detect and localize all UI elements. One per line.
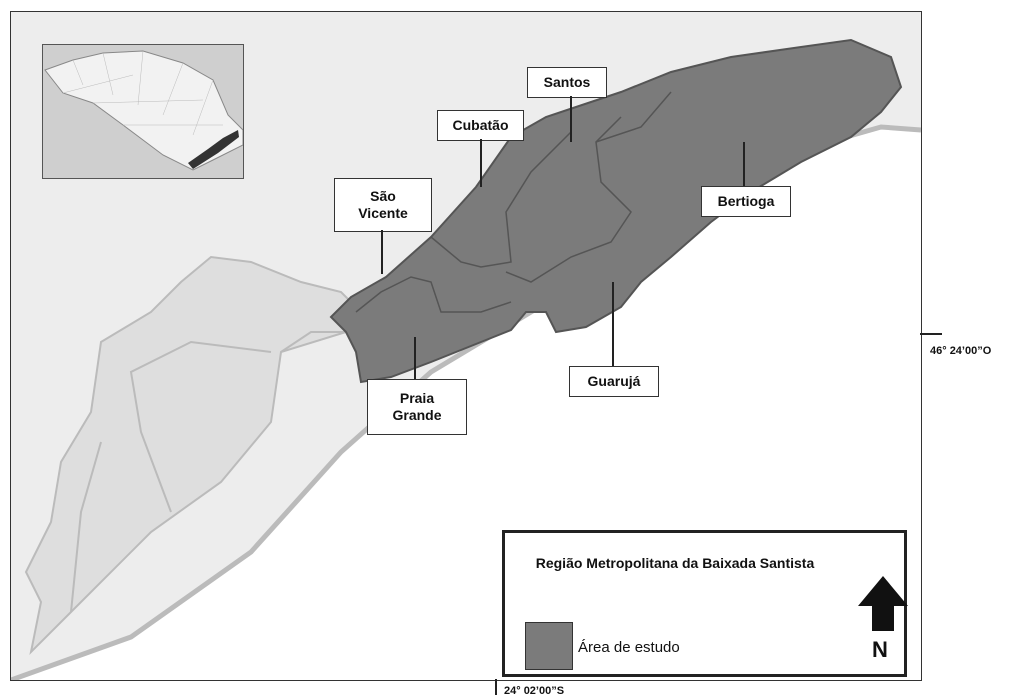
sw-municipalities [24, 255, 363, 656]
label-santos-text: Santos [543, 74, 591, 90]
study-area [329, 38, 903, 384]
label-sao-vicente: São Vicente [334, 178, 432, 232]
label-santos: Santos [527, 67, 607, 98]
boundary-santos [505, 116, 632, 283]
label-guaruja: Guarujá [569, 366, 659, 397]
sw-divider-1 [129, 340, 272, 513]
label-praia-grande: Praia Grande [367, 379, 467, 435]
boundary-praia-grande [355, 276, 512, 313]
legend-title: Região Metropolitana da Baixada Santista [535, 555, 815, 571]
leader-lines [381, 96, 745, 379]
inset-locator-map [42, 44, 244, 179]
longitude-tick [920, 333, 942, 335]
north-arrow-icon [858, 576, 908, 631]
legend-swatch-study-area [525, 622, 573, 670]
inset-svg [43, 45, 244, 178]
boundary-cubatao [430, 131, 572, 268]
legend-item-label: Área de estudo [578, 639, 680, 656]
inset-study-area [188, 130, 239, 169]
label-guaruja-text: Guarujá [587, 373, 641, 389]
map-frame: Santos Cubatão São Vicente Bertioga Prai… [10, 11, 922, 681]
latitude-label: 24° 02’00”S [504, 685, 565, 697]
label-sao-vicente-text: São Vicente [358, 188, 408, 221]
map-legend: Região Metropolitana da Baixada Santista… [502, 530, 908, 677]
longitude-label: 46° 24’00”O [930, 345, 992, 357]
label-praia-grande-text: Praia Grande [392, 390, 442, 423]
label-cubatao-text: Cubatão [452, 117, 509, 133]
sw-divider-3 [280, 331, 351, 353]
latitude-tick [495, 679, 497, 695]
label-bertioga: Bertioga [701, 186, 791, 217]
boundary-bertioga [595, 91, 672, 143]
north-letter: N [872, 637, 888, 662]
sw-divider-2 [70, 441, 102, 613]
label-bertioga-text: Bertioga [717, 193, 775, 209]
